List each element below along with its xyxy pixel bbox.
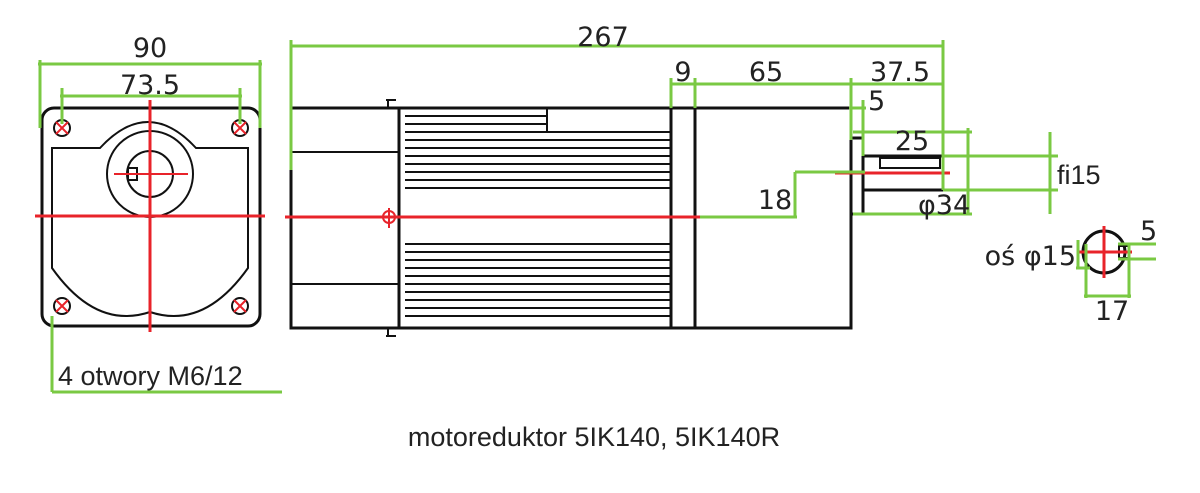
section-axis-label: oś φ15 (985, 241, 1076, 272)
holes-callout: 4 otwory M6/12 (50, 316, 282, 394)
shaft-section-view: 5 17 oś φ15 (985, 216, 1158, 327)
section-key-dimension: 5 (1118, 216, 1157, 261)
boss-diameter-label: φ34 (918, 190, 970, 221)
bolt-spacing-label: 73.5 (120, 70, 180, 101)
flange-label: 9 (674, 57, 691, 88)
section-axis-dimension: oś φ15 (985, 240, 1090, 272)
front-view: 90 73.5 4 otwory M6/12 (35, 33, 282, 394)
bolt-spacing-dimension: 73.5 (60, 70, 242, 124)
front-gearbox-contour (51, 121, 249, 317)
gearbox-dimensions: 9 65 37.5 (669, 57, 943, 140)
section-height-dimension: 17 (1084, 244, 1131, 327)
shaft-keyway (879, 157, 941, 169)
mounting-hole-bottom-right (231, 297, 249, 315)
front-width-label: 90 (133, 33, 167, 64)
shaft-diameter-dimension: fi15 (943, 132, 1101, 214)
front-width-dimension: 90 (38, 33, 262, 128)
total-length-label: 267 (577, 22, 629, 53)
shaft-total-label: 37.5 (870, 57, 930, 88)
boss-diameter-dimension: φ34 (853, 190, 972, 221)
total-length-dimension: 267 (289, 22, 945, 190)
section-key-label: 5 (1140, 216, 1157, 247)
mounting-hole-bottom-left (53, 297, 71, 315)
axis-height-dimension: 18 (700, 170, 865, 219)
shaft-length-label: 25 (895, 126, 929, 157)
shaft-boss (849, 136, 865, 216)
shaft-diameter-label: fi15 (1057, 160, 1101, 190)
shaft-offset-label: 5 (868, 86, 885, 117)
shaft-offset-dimension: 5 (849, 86, 885, 156)
axis-height-label: 18 (758, 185, 792, 216)
side-view: 267 9 65 37.5 5 25 fi15 (285, 22, 1101, 337)
shaft-length-dimension: 25 (853, 126, 972, 214)
gearbox-label: 65 (749, 57, 783, 88)
terminal-box (546, 107, 672, 133)
drawing-caption: motoreduktor 5IK140, 5IK140R (408, 422, 780, 452)
section-height-label: 17 (1095, 296, 1129, 327)
cooling-fins (405, 115, 671, 317)
holes-label: 4 otwory M6/12 (58, 361, 243, 391)
